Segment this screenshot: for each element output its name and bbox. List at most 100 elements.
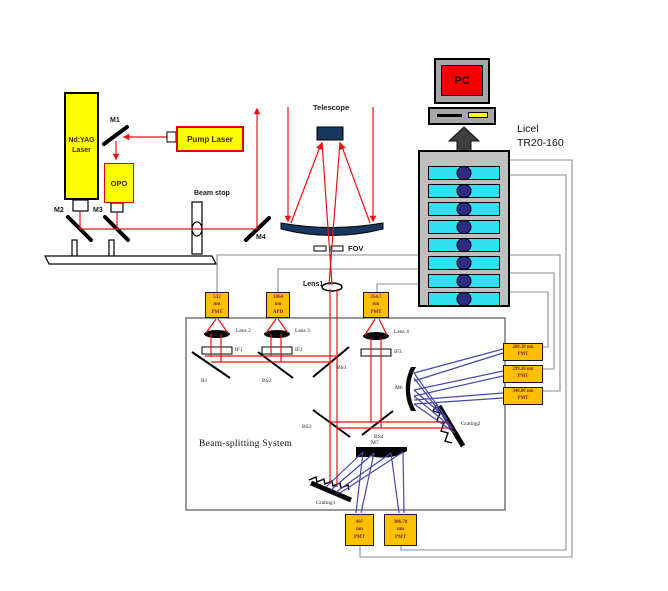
opo-box: OPO	[104, 163, 134, 203]
telescope-optics	[280, 126, 384, 292]
detector-unit: nm	[356, 527, 363, 533]
beam-stop-aperture	[191, 221, 203, 237]
detector-28838-pmt: 288.38 nm PMT	[503, 343, 543, 361]
pc-base	[428, 107, 496, 125]
filter-if3	[360, 348, 392, 357]
nd-yag-label: Nd:YAG Laser	[68, 136, 95, 154]
pump-laser-box: Pump Laser	[176, 126, 244, 152]
table-top	[44, 255, 217, 265]
pc-label: PC	[454, 74, 470, 87]
laser-foot	[72, 199, 89, 212]
detector-wavelength: 354.7	[370, 294, 382, 300]
detector-wavelength: 407	[355, 519, 364, 525]
secondary-mirror	[316, 126, 344, 141]
detector-type: PMT	[394, 534, 407, 540]
rack-module	[428, 292, 500, 306]
label-lens2: Lens 2	[236, 328, 251, 334]
detector-wavelength: 288.38 nm	[512, 345, 534, 351]
rack-module	[428, 256, 500, 270]
label-r1: R1	[201, 378, 208, 384]
rack-module	[428, 220, 500, 234]
module-knob	[456, 184, 472, 198]
detector-unit: nm	[274, 302, 282, 308]
detector-407-pmt: 407 nm PMT	[345, 514, 374, 546]
licel-line1: Licel	[517, 123, 539, 135]
channel-optics	[191, 330, 466, 503]
pc-base-indicator	[468, 112, 488, 118]
filter-if2	[261, 346, 293, 355]
primary-mirror	[280, 222, 384, 236]
detector-type: PMT	[211, 309, 223, 315]
mirror-post	[71, 239, 78, 258]
module-knob	[456, 202, 472, 216]
detector-38670-pmt: 386.70 nm PMT	[384, 514, 417, 546]
label-lens4: Lens 4	[394, 329, 409, 335]
detector-1064-apd: 1064 nm APD	[266, 292, 290, 318]
label-m6: M6	[395, 385, 403, 391]
data-arrow	[447, 126, 481, 153]
mirror-post	[108, 239, 115, 258]
beam-splitting-box	[185, 317, 506, 511]
pump-laser-label: Pump Laser	[187, 134, 233, 144]
nd-yag-laser-box: Nd:YAG Laser	[64, 92, 99, 200]
mirror-m3	[103, 215, 130, 242]
label-m7: M7	[371, 440, 379, 446]
label-m1: M1	[110, 117, 120, 124]
label-grating2: Grating2	[461, 421, 481, 427]
detector-unit: nm	[213, 302, 221, 308]
label-telescope: Telescope	[313, 103, 350, 112]
module-knob	[456, 256, 472, 270]
label-m4: M4	[256, 234, 266, 241]
beamsplitter-bs4	[361, 410, 394, 436]
rack-module	[428, 184, 500, 198]
grating1-shape	[308, 476, 352, 503]
opo-foot	[110, 202, 124, 213]
optical-table	[44, 199, 217, 265]
label-if2: IF2	[295, 347, 303, 353]
label-m2: M2	[54, 207, 64, 214]
lens3-shape	[264, 330, 290, 338]
pc-base-slot	[437, 114, 462, 117]
mirror-m7-end	[356, 447, 369, 457]
mirror-m6-shape	[405, 367, 416, 411]
rack-module	[428, 238, 500, 252]
beamsplitter-bs3	[312, 409, 351, 438]
detector-3547-pmt: 354.7 nm PMT	[363, 292, 389, 318]
wire-3547	[376, 283, 418, 292]
blue-beams	[325, 348, 504, 514]
rack-module	[428, 166, 500, 180]
label-if3: IF3	[394, 349, 402, 355]
label-beam-stop: Beam stop	[194, 190, 230, 197]
lens4-shape	[363, 332, 389, 340]
wire-1064	[277, 268, 418, 292]
label-bs4: BS4	[374, 434, 384, 440]
detector-wavelength: 386.70	[393, 519, 408, 525]
label-m3: M3	[93, 207, 103, 214]
label-bs3: BS3	[302, 424, 312, 430]
detector-wavelength: 340.00 nm	[512, 389, 534, 395]
detector-type: PMT	[517, 352, 529, 357]
detector-29930-pmt: 299.30 nm PMT	[503, 365, 543, 383]
detector-wavelength: 299.30 nm	[512, 367, 534, 373]
module-knob	[456, 274, 472, 288]
mirror-r1	[191, 351, 231, 379]
detector-34000-pmt: 340.00 nm PMT	[503, 387, 543, 405]
grating2-shape	[431, 403, 466, 448]
label-bs2: BS2	[262, 378, 272, 384]
lens1-shape	[321, 282, 343, 292]
module-knob	[456, 292, 472, 306]
beamsplitter-bs1	[312, 346, 350, 378]
beam-stop-body	[191, 201, 203, 255]
module-knob	[456, 238, 472, 252]
fov-slit-right	[330, 245, 344, 252]
fov-slit-left	[313, 245, 327, 252]
pc-screen: PC	[441, 65, 483, 96]
label-lens1: Lens1	[303, 281, 324, 288]
rack-module	[428, 202, 500, 216]
rack-module	[428, 274, 500, 288]
licel-label: Licel TR20-160	[517, 123, 564, 151]
licel-rack	[418, 150, 510, 307]
lens2-shape	[204, 330, 230, 338]
label-grating1: Grating1	[316, 500, 336, 506]
module-knob	[456, 220, 472, 234]
